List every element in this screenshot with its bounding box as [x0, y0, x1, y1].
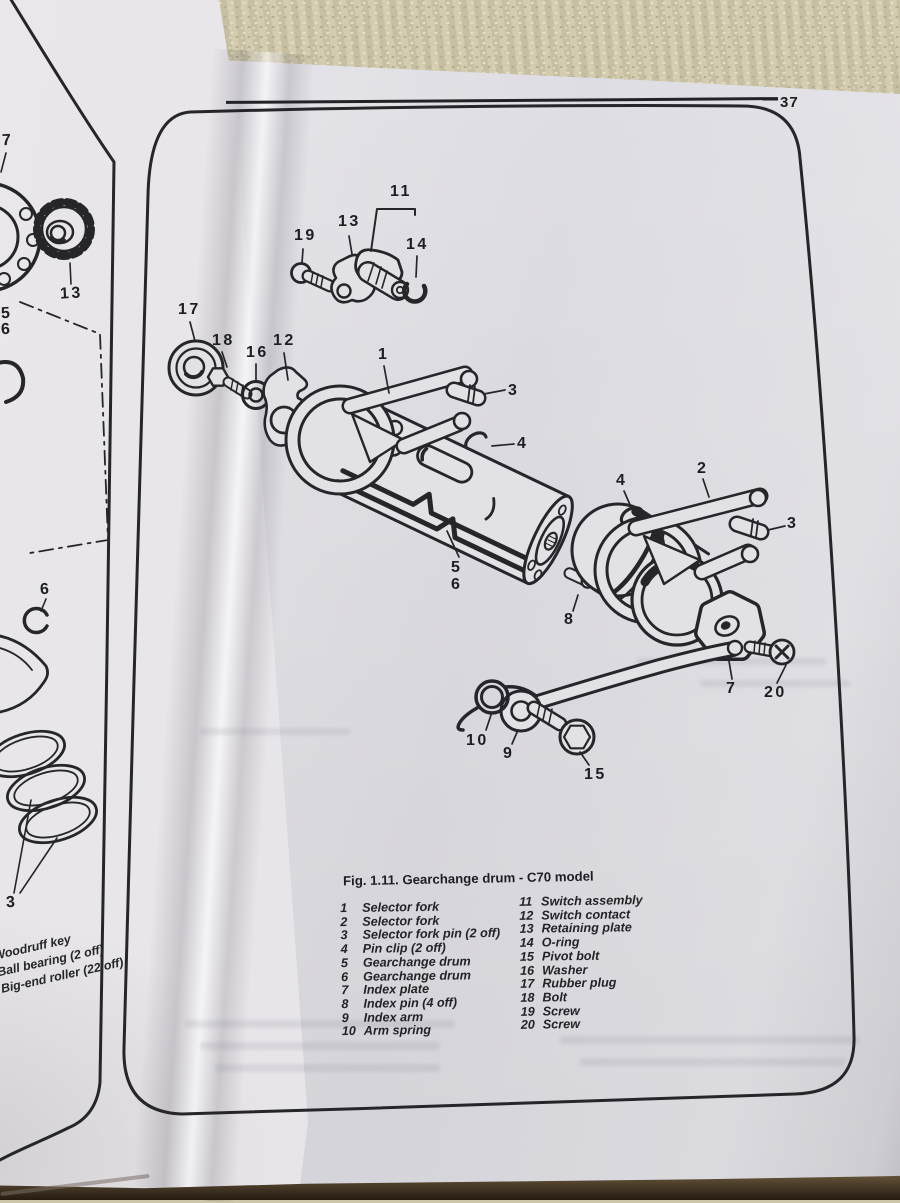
callout-10: 10: [466, 732, 489, 749]
callout-6: 6: [451, 576, 463, 593]
bleed-through-text: [560, 1036, 860, 1044]
callout-19: 19: [294, 227, 317, 244]
callout-20: 20: [764, 684, 787, 701]
left-callout-13: 13: [59, 284, 84, 303]
callout-15: 15: [584, 766, 607, 783]
bleed-through-text: [200, 1042, 440, 1050]
callout-1: 1: [378, 346, 390, 363]
callout-4a: 4: [517, 435, 529, 452]
callout-4b: 4: [616, 472, 628, 489]
callout-14: 14: [406, 236, 429, 253]
callout-8: 8: [564, 611, 576, 628]
callout-3b: 3: [787, 515, 799, 532]
bleed-through-text: [215, 1064, 440, 1072]
callout-11: 11: [390, 183, 412, 200]
callout-16: 16: [246, 344, 269, 361]
callout-9: 9: [503, 745, 515, 762]
left-callout-6: 6: [0, 320, 13, 339]
left-callout-3: 3: [5, 893, 18, 912]
callout-13: 13: [338, 213, 361, 230]
bleed-through-text: [636, 658, 826, 665]
callout-3a: 3: [508, 382, 520, 399]
callout-17: 17: [178, 301, 201, 318]
bleed-through-text: [580, 1058, 845, 1066]
left-callout-6b: 6: [39, 580, 52, 599]
callout-12: 12: [273, 332, 296, 349]
callout-18: 18: [212, 332, 235, 349]
callout-7: 7: [726, 680, 738, 697]
page-number: 37: [780, 94, 799, 111]
callout-5: 5: [451, 559, 463, 576]
bleed-through-text: [200, 728, 350, 735]
left-callout-7: 7: [1, 131, 14, 150]
callout-2: 2: [697, 460, 709, 477]
